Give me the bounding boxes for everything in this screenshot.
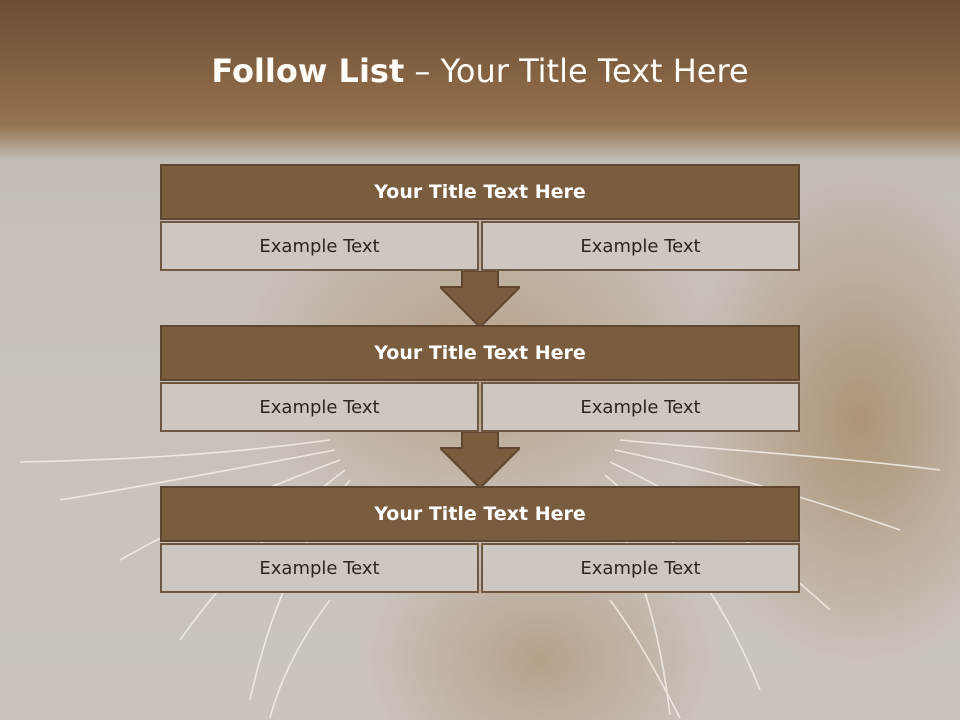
list-block-3: Your Title Text Here Example Text Exampl… (160, 486, 800, 593)
list-block-cell-right: Example Text (481, 221, 800, 271)
list-block-cell-right: Example Text (481, 543, 800, 593)
list-block-1: Your Title Text Here Example Text Exampl… (160, 164, 800, 271)
down-arrow-icon (440, 271, 520, 327)
list-block-row: Example Text Example Text (160, 382, 800, 432)
list-block-header: Your Title Text Here (160, 325, 800, 381)
list-block-header: Your Title Text Here (160, 486, 800, 542)
list-block-row: Example Text Example Text (160, 543, 800, 593)
slide-title-bold: Follow List (211, 52, 405, 90)
list-block-header: Your Title Text Here (160, 164, 800, 220)
list-block-row: Example Text Example Text (160, 221, 800, 271)
down-arrow-icon (440, 432, 520, 488)
list-block-cell-right: Example Text (481, 382, 800, 432)
list-block-2: Your Title Text Here Example Text Exampl… (160, 325, 800, 432)
slide-title: Follow List – Your Title Text Here (0, 52, 960, 90)
list-block-cell-left: Example Text (160, 382, 479, 432)
list-block-cell-left: Example Text (160, 221, 479, 271)
slide-title-rest: – Your Title Text Here (404, 52, 749, 90)
title-band (0, 0, 960, 160)
list-block-cell-left: Example Text (160, 543, 479, 593)
